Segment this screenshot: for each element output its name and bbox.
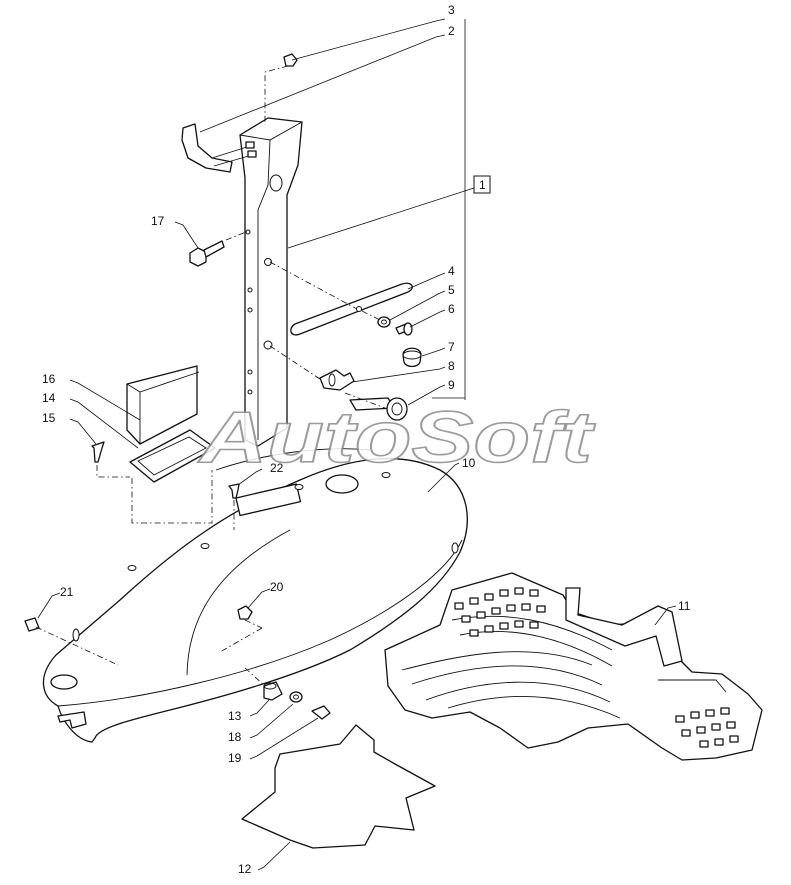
spacer-part-13 <box>263 681 283 701</box>
support-post <box>239 117 303 447</box>
nut-part-3 <box>283 53 298 67</box>
screw-part-15 <box>91 441 105 463</box>
callout-11: 11 <box>678 599 691 613</box>
plug-part-21 <box>24 617 40 632</box>
callout-13: 13 <box>228 709 242 723</box>
callout-1: 1 <box>479 178 486 192</box>
callout-22: 22 <box>270 461 284 475</box>
callout-5: 5 <box>448 283 455 297</box>
socket-part-9 <box>349 397 408 421</box>
frame-part-14 <box>129 429 216 483</box>
nut-part-20 <box>237 605 253 620</box>
screw-part-22 <box>228 483 240 499</box>
watermark: AutoSoft <box>197 398 595 478</box>
strip-part-4 <box>290 282 413 336</box>
callout-20: 20 <box>270 580 284 594</box>
mat-grid <box>454 587 739 748</box>
screw-part-6 <box>395 322 413 336</box>
callout-17: 17 <box>151 214 165 228</box>
callout-14: 14 <box>42 391 56 405</box>
callout-3: 3 <box>448 3 455 17</box>
washer-part-5 <box>377 316 391 328</box>
console-body-part-10 <box>42 448 468 743</box>
alignment-lines <box>35 65 386 687</box>
switch-part-8 <box>319 369 355 391</box>
clip-bracket <box>181 123 257 173</box>
callout-18: 18 <box>228 730 242 744</box>
callout-15: 15 <box>42 411 56 425</box>
callout-21: 21 <box>60 585 74 599</box>
callout-10: 10 <box>462 456 476 470</box>
callout-19: 19 <box>228 751 242 765</box>
callout-2: 2 <box>448 24 455 38</box>
pocket-tray-part-16 <box>126 365 200 445</box>
flat-pad-part-12 <box>241 724 436 849</box>
screw-part-19 <box>311 705 331 720</box>
cap-part-7 <box>402 347 422 368</box>
callout-9: 9 <box>448 378 455 392</box>
callout-16: 16 <box>42 372 56 386</box>
callout-12: 12 <box>238 862 252 876</box>
callout-8: 8 <box>448 359 455 373</box>
assembly-bracket <box>287 19 475 400</box>
callout-7: 7 <box>448 340 455 354</box>
leader-lines <box>37 18 677 871</box>
bolt-part-17 <box>189 240 225 267</box>
callout-1-box <box>473 175 491 194</box>
callout-labels: 3 2 1 17 4 5 6 7 8 9 16 14 15 22 10 20 2… <box>42 3 691 876</box>
callout-4: 4 <box>448 264 455 278</box>
floor-mat-part-11 <box>384 572 763 761</box>
callout-6: 6 <box>448 302 455 316</box>
washer-part-18 <box>289 691 303 703</box>
